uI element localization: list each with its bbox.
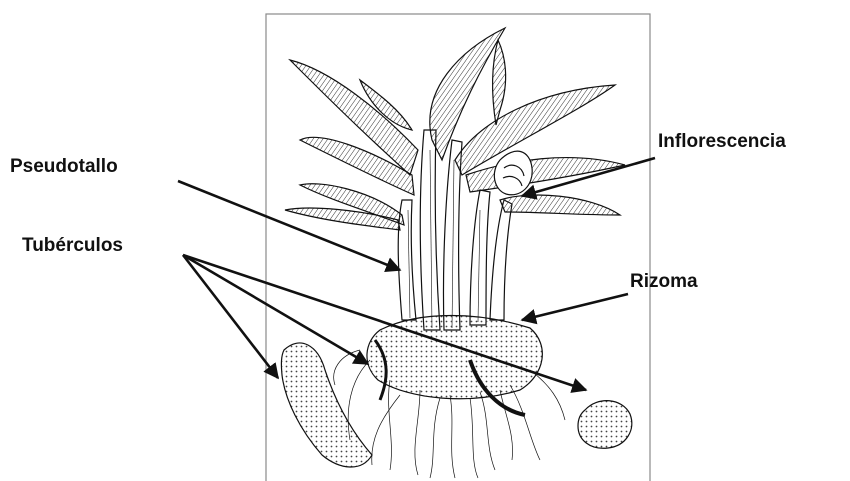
tuber-left-drawing	[281, 343, 372, 467]
plant-illustration	[281, 28, 631, 478]
label-inflorescencia: Inflorescencia	[658, 132, 786, 151]
label-tuberculos: Tubérculos	[22, 236, 123, 255]
label-pseudotallo: Pseudotallo	[10, 157, 118, 176]
inflorescence-drawing	[494, 151, 532, 195]
arrow-tuberculos-1	[183, 255, 278, 378]
arrow-tuberculos-2	[183, 255, 368, 364]
tuber-right-drawing	[578, 401, 632, 449]
arrow-rizoma	[522, 294, 628, 320]
label-rizoma: Rizoma	[630, 272, 698, 291]
